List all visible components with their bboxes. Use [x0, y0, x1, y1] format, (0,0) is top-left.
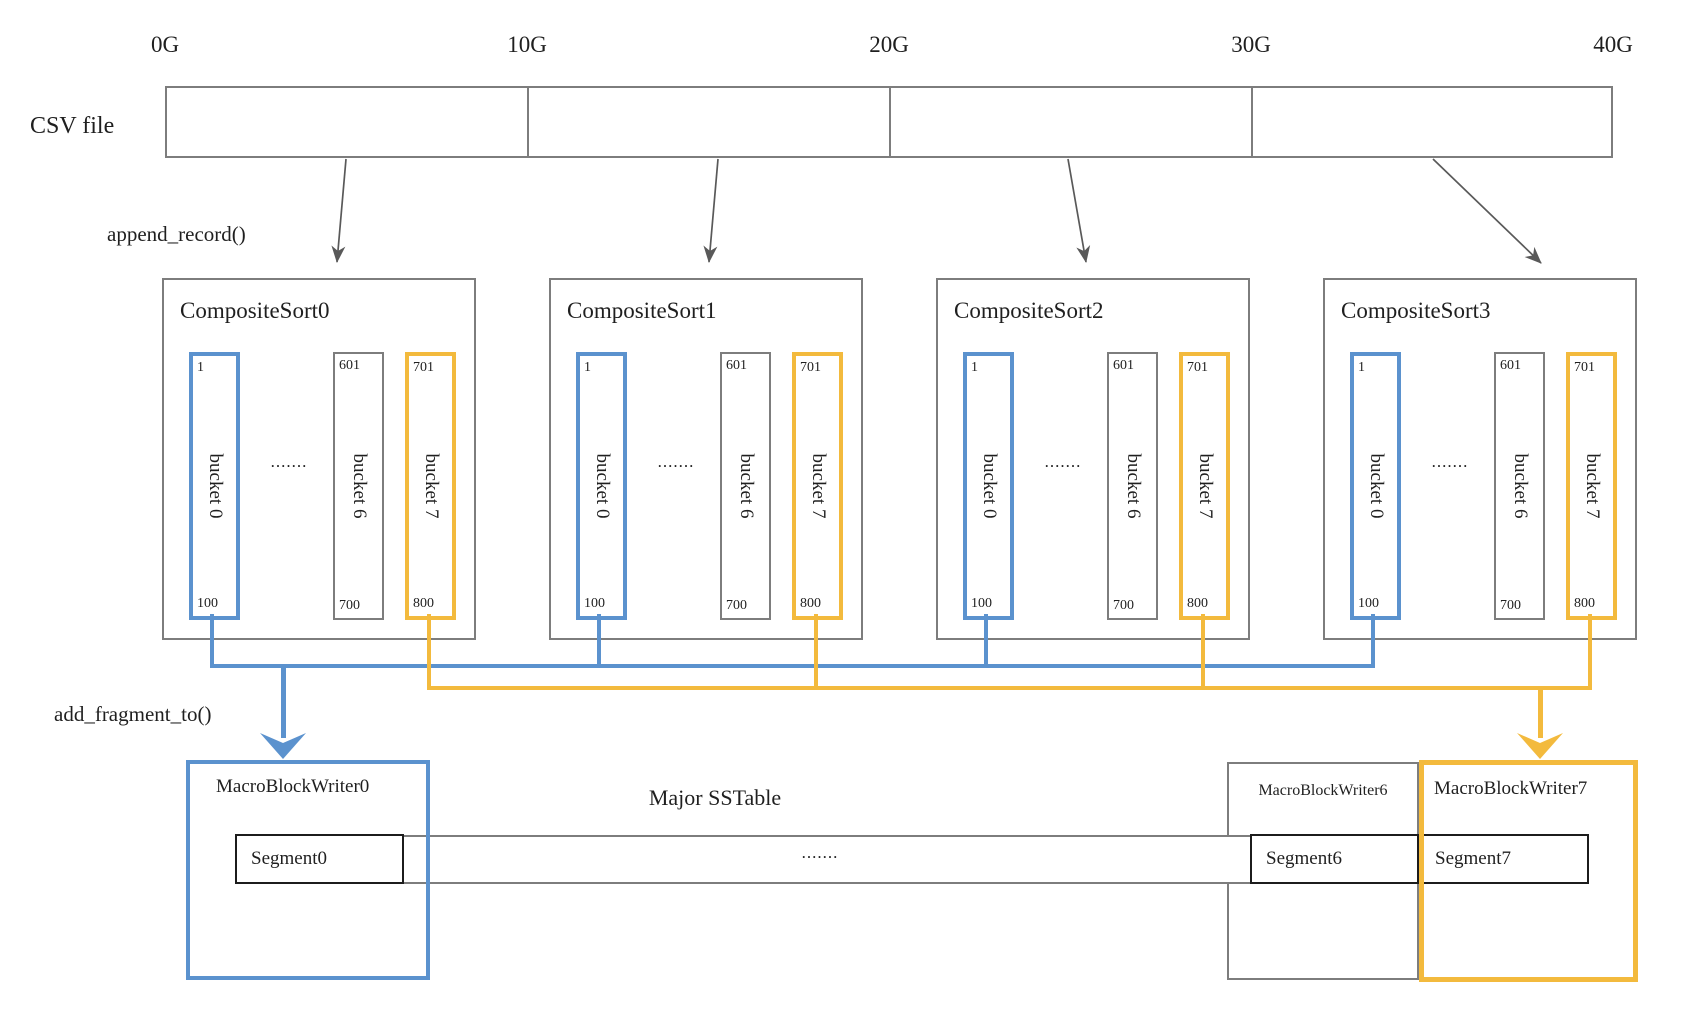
bucket-start-key: 1 [197, 360, 204, 375]
bucket-end-key: 700 [1113, 598, 1134, 613]
bucket-start-key: 601 [726, 358, 747, 373]
bucket-start-key: 701 [1187, 360, 1208, 375]
segment-6-box: Segment6 [1250, 834, 1419, 884]
bucket-start-key: 1 [971, 360, 978, 375]
ruler-tick-30g: 30G [1231, 32, 1271, 57]
bucket-7-box: 701 bucket 7 800 [1179, 352, 1230, 620]
blue-connector-stub [597, 614, 601, 668]
bucket-end-key: 800 [1574, 596, 1595, 611]
csv-bar-divider [1251, 88, 1253, 156]
blue-connector-stub [210, 614, 214, 668]
major-sstable-title: Major SSTable [648, 785, 782, 810]
bucket-7-box: 701 bucket 7 800 [1566, 352, 1617, 620]
append-record-label: append_record() [107, 222, 246, 246]
bucket-start-key: 1 [1358, 360, 1365, 375]
bucket-end-key: 800 [800, 596, 821, 611]
blue-connector-drop [281, 664, 286, 738]
bucket-end-key: 800 [413, 596, 434, 611]
yellow-connector-drop [1538, 686, 1543, 738]
bucket-end-key: 700 [339, 598, 360, 613]
bucket-label: bucket 6 [348, 453, 370, 519]
bucket-end-key: 100 [971, 596, 992, 611]
bucket-0-box: 1 bucket 0 100 [1350, 352, 1401, 620]
bucket-6-box: 601 bucket 6 700 [720, 352, 771, 620]
bucket-0-box: 1 bucket 0 100 [189, 352, 240, 620]
composite-sort-1-title: CompositeSort1 [567, 298, 717, 323]
bucket-ellipsis: ....... [270, 452, 308, 471]
bucket-start-key: 601 [339, 358, 360, 373]
bucket-start-key: 601 [1113, 358, 1134, 373]
composite-sort-1-box: CompositeSort1 1 bucket 0 100 ....... 60… [549, 278, 863, 640]
bucket-label: bucket 0 [1365, 453, 1387, 519]
bucket-start-key: 701 [1574, 360, 1595, 375]
yellow-connector-bus [427, 686, 1592, 690]
bucket-7-box: 701 bucket 7 800 [405, 352, 456, 620]
composite-sort-2-title: CompositeSort2 [954, 298, 1104, 323]
bucket-end-key: 700 [1500, 598, 1521, 613]
bucket-ellipsis: ....... [657, 452, 695, 471]
csv-file-label: CSV file [30, 113, 115, 139]
major-sstable-band [237, 835, 1419, 884]
macro-block-writer-0-box: MacroBlockWriter0 [186, 760, 430, 980]
bucket-label: bucket 7 [807, 453, 829, 519]
composite-sort-3-title: CompositeSort3 [1341, 298, 1491, 323]
ruler-tick-40g: 40G [1593, 32, 1633, 57]
composite-sort-0-box: CompositeSort0 1 bucket 0 100 ....... 60… [162, 278, 476, 640]
append-record-arrow-3 [1432, 158, 1542, 264]
csv-file-bar [165, 86, 1613, 158]
bucket-0-box: 1 bucket 0 100 [963, 352, 1014, 620]
bucket-0-box: 1 bucket 0 100 [576, 352, 627, 620]
append-record-arrow-2 [1067, 158, 1091, 263]
bucket-label: bucket 7 [420, 453, 442, 519]
macro-block-writer-7-box: MacroBlockWriter7 [1419, 760, 1638, 982]
macro-block-writer-6-title: MacroBlockWriter6 [1258, 782, 1388, 799]
macro-block-writer-7-title: MacroBlockWriter7 [1434, 778, 1588, 799]
bucket-start-key: 601 [1500, 358, 1521, 373]
bucket-6-box: 601 bucket 6 700 [1107, 352, 1158, 620]
blue-connector-stub [984, 614, 988, 668]
csv-bar-divider [527, 88, 529, 156]
segment-0-box: Segment0 [235, 834, 404, 884]
bucket-label: bucket 6 [1509, 453, 1531, 519]
bucket-label: bucket 0 [978, 453, 1000, 519]
bucket-end-key: 700 [726, 598, 747, 613]
append-record-arrow-1 [703, 158, 719, 263]
bucket-end-key: 100 [1358, 596, 1379, 611]
bucket-label: bucket 6 [1122, 453, 1144, 519]
blue-connector-bus [210, 664, 1375, 668]
ruler-tick-10g: 10G [507, 32, 547, 57]
bucket-6-box: 601 bucket 6 700 [333, 352, 384, 620]
bucket-start-key: 701 [413, 360, 434, 375]
bucket-6-box: 601 bucket 6 700 [1494, 352, 1545, 620]
yellow-connector-stub [427, 614, 431, 690]
blue-connector-stub [1371, 614, 1375, 668]
composite-sort-2-box: CompositeSort2 1 bucket 0 100 ....... 60… [936, 278, 1250, 640]
yellow-connector-stub [1201, 614, 1205, 690]
yellow-connector-stub [1588, 614, 1592, 690]
ruler-tick-20g: 20G [869, 32, 909, 57]
bucket-end-key: 800 [1187, 596, 1208, 611]
ruler-tick-0g: 0G [150, 32, 180, 57]
bucket-7-box: 701 bucket 7 800 [792, 352, 843, 620]
macro-block-writer-0-title: MacroBlockWriter0 [216, 776, 370, 797]
segment-ellipsis: ....... [801, 843, 839, 862]
bucket-label: bucket 7 [1581, 453, 1603, 519]
composite-sort-0-title: CompositeSort0 [180, 298, 330, 323]
csv-bar-divider [889, 88, 891, 156]
bucket-start-key: 701 [800, 360, 821, 375]
composite-sort-3-box: CompositeSort3 1 bucket 0 100 ....... 60… [1323, 278, 1637, 640]
bucket-label: bucket 6 [735, 453, 757, 519]
bucket-label: bucket 0 [591, 453, 613, 519]
bucket-end-key: 100 [197, 596, 218, 611]
bucket-ellipsis: ....... [1044, 452, 1082, 471]
bucket-label: bucket 0 [204, 453, 226, 519]
bucket-end-key: 100 [584, 596, 605, 611]
segment-7-box: Segment7 [1419, 834, 1589, 884]
add-fragment-to-label: add_fragment_to() [54, 702, 212, 726]
append-record-arrow-0 [331, 158, 347, 263]
bucket-start-key: 1 [584, 360, 591, 375]
bucket-label: bucket 7 [1194, 453, 1216, 519]
bucket-ellipsis: ....... [1431, 452, 1469, 471]
yellow-connector-stub [814, 614, 818, 690]
